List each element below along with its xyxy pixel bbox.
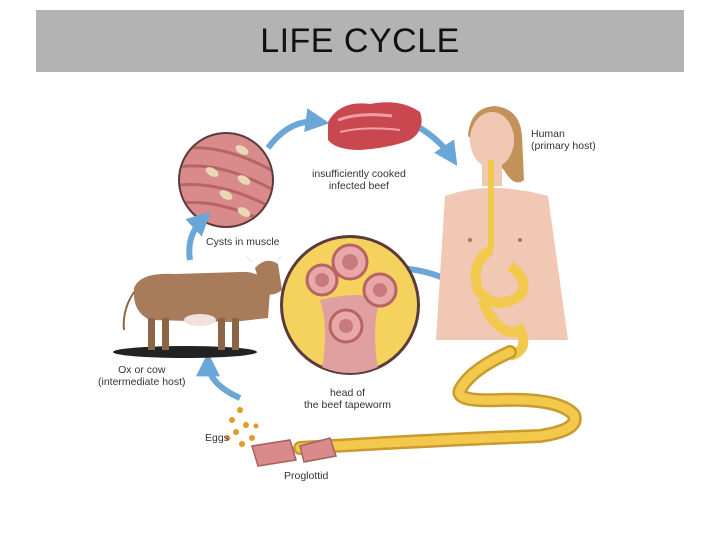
tapeworm-head-circle bbox=[280, 235, 420, 375]
eggs-cluster bbox=[225, 407, 259, 447]
human-figure bbox=[436, 106, 568, 361]
head-label: head of the beef tapeworm bbox=[304, 387, 391, 411]
beef-label-line2: infected beef bbox=[328, 180, 389, 192]
ox-label-line1: Ox or cow bbox=[118, 364, 166, 376]
ox-label: Ox or cow (intermediate host) bbox=[98, 364, 186, 388]
human-label-line2: (primary host) bbox=[531, 140, 596, 152]
page-title: LIFE CYCLE bbox=[260, 21, 460, 60]
head-label-line2: the beef tapeworm bbox=[304, 399, 391, 411]
human-label: Human (primary host) bbox=[531, 128, 596, 152]
infected-beef bbox=[328, 102, 422, 150]
proglottid-label: Proglottid bbox=[284, 470, 329, 482]
tapeworm-body bbox=[293, 345, 582, 455]
head-label-line1: head of bbox=[329, 387, 365, 399]
ox-label-line2: (intermediate host) bbox=[98, 376, 186, 388]
eggs-label: Eggs bbox=[205, 432, 229, 444]
human-label-line1: Human bbox=[531, 128, 565, 140]
proglottid bbox=[251, 437, 337, 467]
title-bar: LIFE CYCLE bbox=[36, 10, 684, 72]
beef-label: insufficiently cooked infected beef bbox=[312, 168, 406, 192]
cow-figure bbox=[113, 255, 283, 358]
beef-label-line1: insufficiently cooked bbox=[312, 168, 406, 180]
cysts-label: Cysts in muscle bbox=[206, 236, 280, 248]
